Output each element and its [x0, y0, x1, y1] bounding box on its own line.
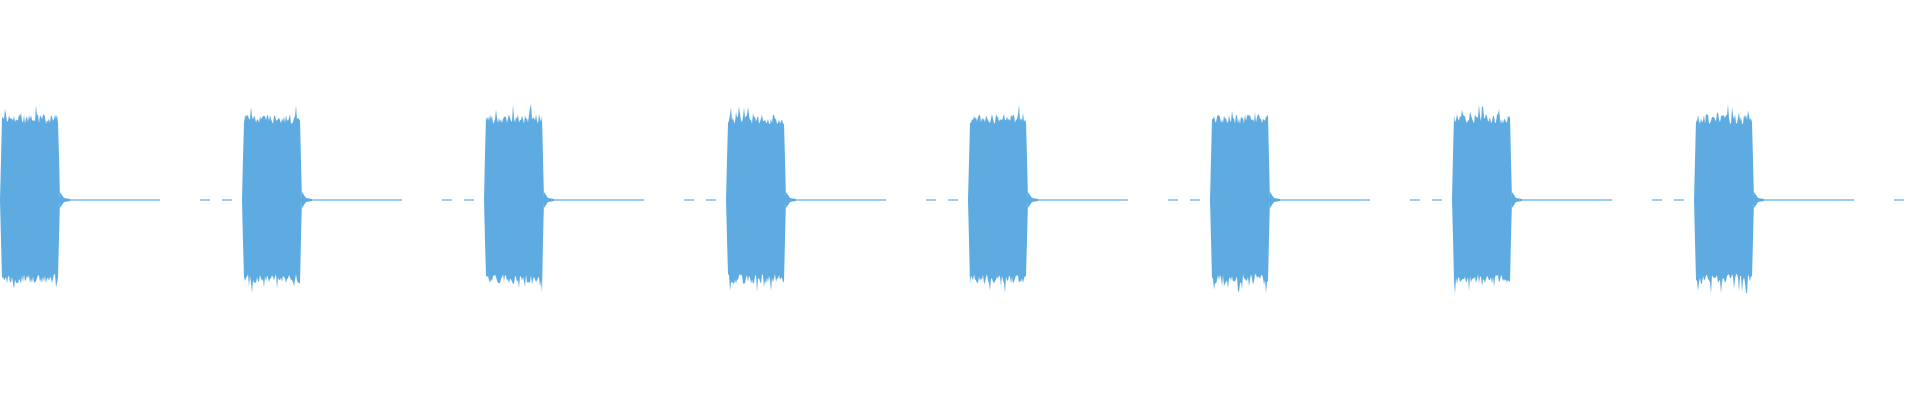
waveform-burst-tail — [1270, 192, 1280, 208]
waveform-burst-tail — [302, 192, 312, 208]
waveform-burst — [0, 105, 60, 289]
waveform-burst-tail — [1754, 192, 1764, 208]
waveform-burst-tail — [1512, 192, 1522, 208]
waveform-burst — [1210, 110, 1270, 294]
waveform-burst — [968, 104, 1028, 294]
waveform-burst-tail — [786, 192, 796, 208]
waveform-burst — [1452, 104, 1512, 295]
waveform-bursts — [0, 104, 1764, 295]
waveform-burst-tail — [60, 192, 70, 208]
waveform-burst — [484, 104, 544, 293]
waveform-burst-tail — [544, 192, 554, 208]
waveform-burst — [1694, 104, 1754, 294]
waveform-burst — [242, 105, 302, 293]
waveform-burst-tail — [1028, 192, 1038, 208]
waveform-burst — [726, 106, 786, 293]
